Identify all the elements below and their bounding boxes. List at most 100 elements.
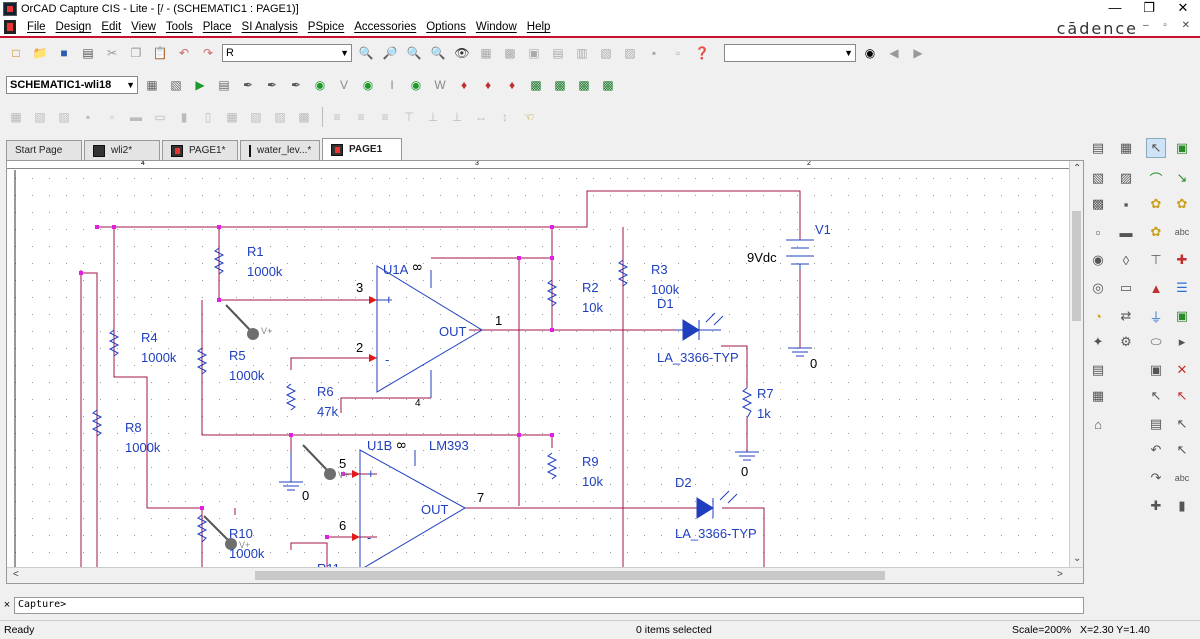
place-text-icon[interactable]: ▤ xyxy=(1149,416,1163,431)
part-list-icon[interactable]: ▦ xyxy=(1119,140,1133,155)
undo-select-icon[interactable]: ↶ xyxy=(1150,442,1162,457)
schematic-drawing[interactable]: R1 1000k R2 10k R3 100k R4 1000k R5 1000… xyxy=(7,170,1071,570)
schematic-canvas[interactable]: 4 3 2 xyxy=(6,160,1084,584)
menu-design[interactable]: Design xyxy=(55,21,92,33)
r10-ref[interactable]: R10 xyxy=(229,526,253,541)
chevron-down-icon[interactable]: ▼ xyxy=(340,48,349,58)
assembly-icon[interactable]: ▨ xyxy=(1119,170,1133,185)
place-arc-icon[interactable]: ▩ xyxy=(298,110,310,124)
vertical-scroll-thumb[interactable] xyxy=(1072,211,1081,321)
current-marker-icon[interactable]: ✒ xyxy=(266,78,278,92)
w-bias-icon[interactable]: ◉ xyxy=(410,78,422,92)
help-icon[interactable]: ❓ xyxy=(694,46,710,60)
menu-edit[interactable]: Edit xyxy=(101,21,122,33)
r7-value[interactable]: 1k xyxy=(757,406,771,421)
new-profile-icon[interactable]: ▦ xyxy=(146,78,158,92)
place-port-icon[interactable]: ▫ xyxy=(109,110,115,124)
lm393-value[interactable]: LM393 xyxy=(429,438,469,453)
distribute-v-icon[interactable]: ↕ xyxy=(502,110,508,124)
edit-profile-icon[interactable]: ▧ xyxy=(170,78,182,92)
edit-select-icon[interactable]: ↷ xyxy=(1150,470,1162,485)
close-button[interactable]: ✕ xyxy=(1177,0,1189,15)
open-folder-icon[interactable]: 📁 xyxy=(32,46,48,60)
tab-wli2[interactable]: wli2* xyxy=(84,140,160,160)
place-ellipse-icon[interactable]: ▨ xyxy=(274,110,286,124)
d1-ref[interactable]: D1 xyxy=(657,296,674,311)
part-search-combo[interactable]: R ▼ xyxy=(222,44,352,62)
place-ieee-icon[interactable]: abc xyxy=(1174,473,1190,483)
menu-file[interactable]: File xyxy=(27,21,46,33)
scroll-left-icon[interactable]: < xyxy=(13,569,19,580)
r9-ref[interactable]: R9 xyxy=(582,454,599,469)
connect-icon[interactable]: ⇄ xyxy=(1120,308,1132,323)
r10-value[interactable]: 1000k xyxy=(229,546,265,561)
r11-ref[interactable]: R11 xyxy=(317,561,340,570)
align-left-icon[interactable]: ≡ xyxy=(333,110,341,124)
place-net-alias-icon[interactable]: ✿ xyxy=(1150,224,1162,239)
select-net-icon[interactable]: ↖ xyxy=(1150,388,1162,403)
menu-si-analysis[interactable]: SI Analysis xyxy=(241,21,298,33)
netlist-icon[interactable]: ▤ xyxy=(552,46,564,60)
copy-icon[interactable]: ❐ xyxy=(130,46,142,60)
i-bias-toggle-icon[interactable]: I xyxy=(390,78,394,92)
find-combo[interactable]: ▼ xyxy=(724,44,856,62)
r6-ref[interactable]: R6 xyxy=(317,384,334,399)
menu-window[interactable]: Window xyxy=(475,21,517,33)
page-icon[interactable]: ▤ xyxy=(1091,140,1105,155)
horizontal-scroll-thumb[interactable] xyxy=(255,571,885,580)
r6-value[interactable]: 47k xyxy=(317,404,338,419)
place-rect-icon[interactable]: ▧ xyxy=(250,110,262,124)
new-icon[interactable]: □ xyxy=(12,46,20,60)
d2-ref[interactable]: D2 xyxy=(675,475,692,490)
menu-pspice[interactable]: PSpice xyxy=(307,21,345,33)
close-icon[interactable]: × xyxy=(3,599,11,611)
home-icon[interactable]: ⌂ xyxy=(1094,416,1102,432)
distribute-icon[interactable]: ↔ xyxy=(475,110,487,124)
r3-value[interactable]: 100k xyxy=(651,282,680,297)
netgroup-icon[interactable]: ▩ xyxy=(1091,196,1105,211)
place-hier-pin-icon[interactable]: ▸ xyxy=(1178,334,1186,349)
i-bias-icon[interactable]: ◉ xyxy=(362,78,374,92)
v1-value[interactable]: 9Vdc xyxy=(747,250,777,265)
simulation-profile-combo[interactable]: SCHEMATIC1-wli18 ▼ xyxy=(6,76,138,94)
stress-icon[interactable]: ▩ xyxy=(578,78,590,92)
r8-value[interactable]: 1000k xyxy=(125,440,161,455)
parametric-plot-icon[interactable]: ▩ xyxy=(554,78,566,92)
scroll-up-icon[interactable]: ⌃ xyxy=(1073,163,1082,174)
document-icon[interactable] xyxy=(4,20,16,34)
history-icon[interactable]: ◔ xyxy=(1094,308,1102,324)
monte-carlo-icon[interactable]: ▩ xyxy=(530,78,542,92)
maximize-button[interactable]: ❐ xyxy=(1143,0,1155,15)
place-ground-icon[interactable]: ⏚ xyxy=(1149,309,1163,325)
place-hier-block-icon[interactable]: ▣ xyxy=(1175,308,1189,323)
r1-ref[interactable]: R1 xyxy=(247,244,264,259)
zoom-all-icon[interactable]: 🔍 xyxy=(430,46,446,60)
find-next-icon[interactable]: ▶ xyxy=(913,46,923,60)
r4-value[interactable]: 1000k xyxy=(141,350,177,365)
r3-ref[interactable]: R3 xyxy=(651,262,668,277)
pointer-icon[interactable]: ☜ xyxy=(523,110,535,124)
place-picture-icon[interactable]: ▣ xyxy=(1149,362,1163,377)
horizontal-scrollbar[interactable]: < > xyxy=(7,567,1083,583)
optimizer-icon[interactable]: ♦ xyxy=(508,78,516,92)
parts-bin-icon[interactable]: ▧ xyxy=(1091,170,1105,185)
chevron-down-icon[interactable]: ▼ xyxy=(844,48,853,58)
layout-icon[interactable]: ▤ xyxy=(1091,362,1105,377)
r5-value[interactable]: 1000k xyxy=(229,368,265,383)
power-marker-icon[interactable]: ✒ xyxy=(290,78,302,92)
r2-value[interactable]: 10k xyxy=(582,300,603,315)
mdi-window-controls[interactable]: – ▫ ✕ xyxy=(1142,20,1196,31)
drc-icon[interactable]: ▣ xyxy=(528,46,540,60)
place-bus-icon[interactable]: ✿ xyxy=(1150,196,1162,211)
add-marker-icon[interactable]: ✚ xyxy=(1150,498,1162,513)
properties-icon[interactable]: ▭ xyxy=(1119,280,1133,295)
r4-ref[interactable]: R4 xyxy=(141,330,158,345)
vertical-scrollbar[interactable]: ⌃ ⌄ xyxy=(1069,161,1083,569)
r8-ref[interactable]: R8 xyxy=(125,420,142,435)
menu-view[interactable]: View xyxy=(131,21,156,33)
search-select-icon[interactable]: ↖ xyxy=(1176,416,1188,431)
menu-options[interactable]: Options xyxy=(426,21,466,33)
r7-ref[interactable]: R7 xyxy=(757,386,774,401)
cross-ref-icon[interactable]: ▥ xyxy=(576,46,588,60)
place-text-abc-icon[interactable]: abc xyxy=(1174,227,1190,237)
